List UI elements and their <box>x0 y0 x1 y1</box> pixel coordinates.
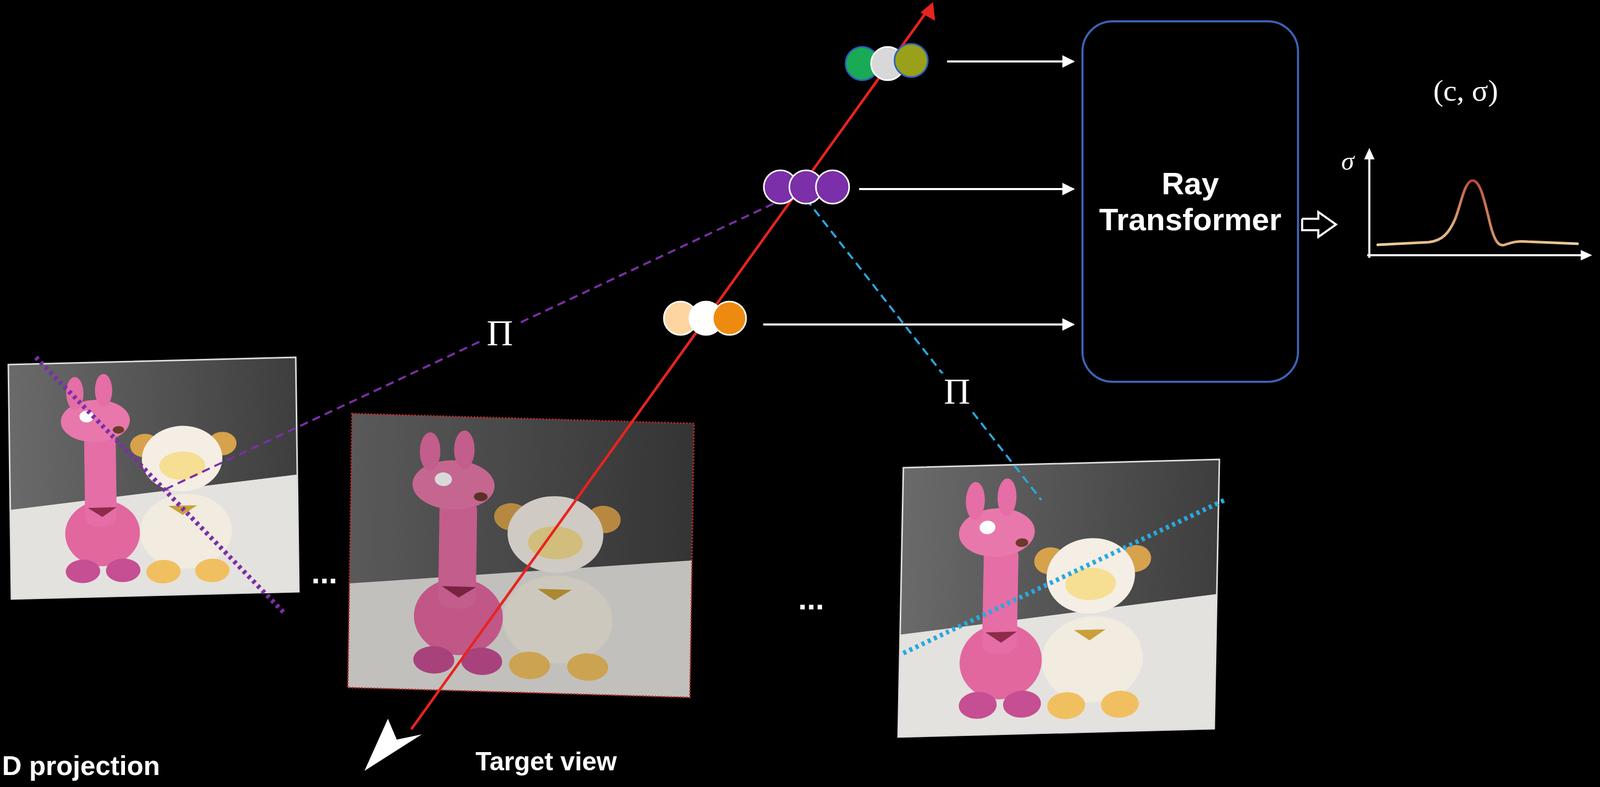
feature-arrow <box>859 187 1074 191</box>
feature-arrow <box>947 60 1074 63</box>
view-caption: Target view <box>475 746 617 777</box>
image-frame <box>347 413 695 698</box>
target-image <box>347 413 695 698</box>
image-frame <box>8 357 299 599</box>
ellipsis: ... <box>798 583 825 615</box>
box-title: Ray Transformer <box>1093 165 1287 238</box>
feature-dot <box>894 43 928 78</box>
density-plot: (c, σ) σ <box>1338 72 1594 266</box>
dim-overlay <box>347 413 695 698</box>
axis-label: σ <box>1341 145 1355 176</box>
projection-symbol: Π <box>483 315 517 352</box>
ellipsis: ... <box>311 557 338 589</box>
feature-arrow <box>763 323 1074 326</box>
axis-arrowhead <box>1580 249 1593 261</box>
source-image <box>8 357 299 599</box>
feature-dot <box>815 170 850 204</box>
section-caption: D projection <box>2 749 160 781</box>
ray-arrowhead <box>920 2 936 21</box>
epipolar-line <box>903 499 1225 653</box>
transformer-box: Ray Transformer <box>1081 20 1300 383</box>
plot-axis <box>1367 254 1583 257</box>
block-arrow <box>1302 211 1337 237</box>
image-frame <box>898 459 1220 737</box>
photo <box>347 413 695 698</box>
projection-symbol: Π <box>940 373 974 410</box>
camera-ray <box>411 11 927 729</box>
feature-dot <box>712 301 747 335</box>
density-curve <box>1377 180 1578 246</box>
source-image <box>898 459 1220 737</box>
axis-arrowhead <box>1364 147 1375 160</box>
photo <box>898 459 1220 737</box>
camera-icon <box>364 718 422 771</box>
plot-axis <box>1368 156 1371 258</box>
projection-line <box>163 197 786 490</box>
epipolar-line <box>35 357 284 613</box>
plot-title: (c, σ) <box>1338 72 1594 108</box>
projection-line <box>805 198 1042 500</box>
photo <box>8 357 299 599</box>
